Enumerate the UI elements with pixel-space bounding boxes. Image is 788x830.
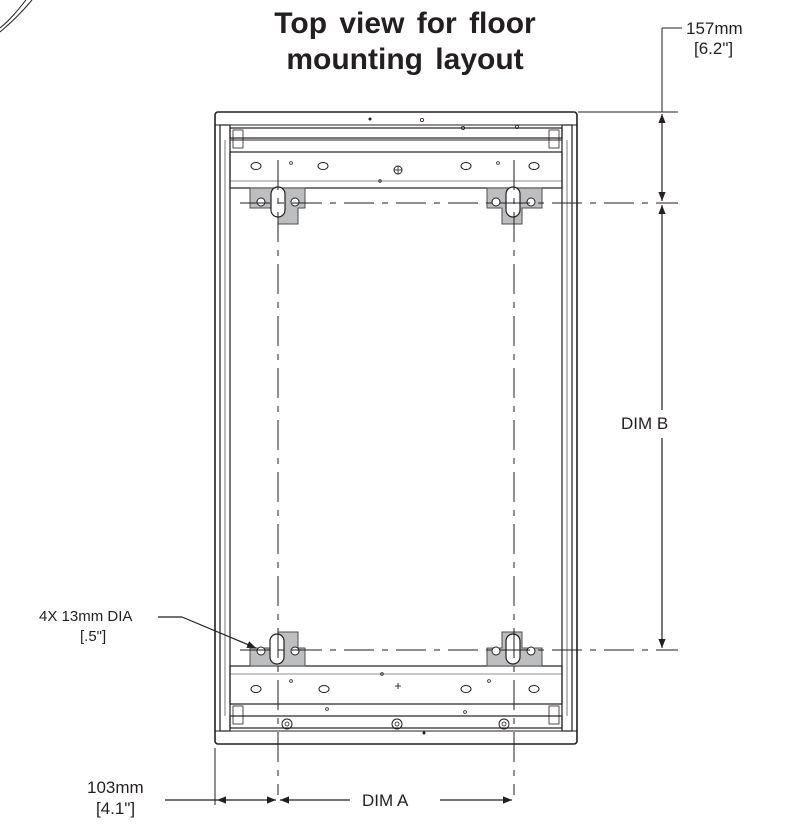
bottom-rail	[229, 665, 563, 735]
drawing-title: Top view for floor mounting layout	[240, 6, 570, 78]
hole-callout-inch-label: [.5"]	[80, 628, 107, 645]
hole-callout-label: 4X 13mm DIA	[39, 608, 133, 625]
top-rail	[229, 117, 563, 189]
corner-decoration	[0, 0, 33, 33]
dim-a-label: DIM A	[362, 791, 409, 810]
extension-lines	[214, 27, 682, 805]
top-offset-mm-label: 157mm	[686, 19, 743, 38]
title-line-2: mounting layout	[286, 43, 524, 76]
top-offset-inch-label: [6.2"]	[694, 39, 734, 58]
side-offset-inch-label: [4.1"]	[96, 799, 136, 818]
mounting-plate-top-right	[486, 186, 543, 225]
title-line-1: Top view for floor	[274, 7, 536, 40]
cabinet-frame	[214, 111, 578, 745]
mounting-plate-top-left	[249, 186, 306, 225]
hole-callout-leader	[158, 616, 257, 649]
dim-b-label: DIM B	[621, 414, 669, 433]
hole-centerlines	[240, 160, 678, 795]
side-offset-mm-label: 103mm	[87, 778, 144, 797]
